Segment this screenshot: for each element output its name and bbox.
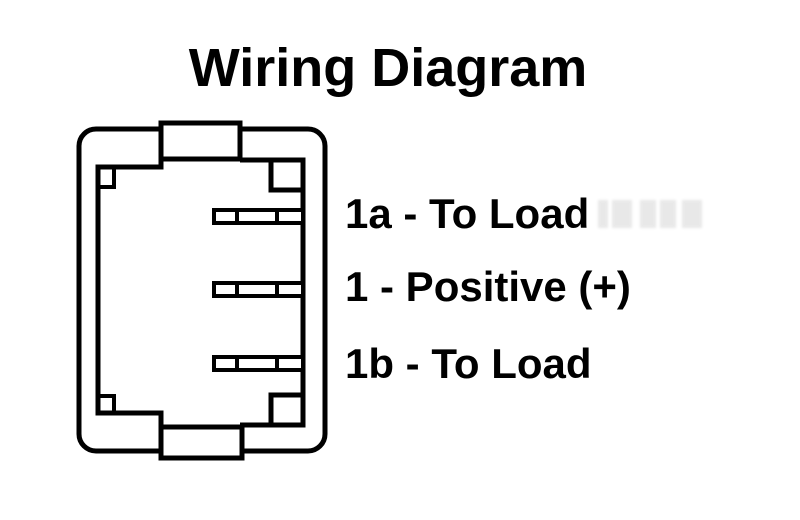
pin-label-1b: 1b - To Load bbox=[345, 340, 592, 387]
pin-label-1a: 1a - To Load bbox=[345, 190, 590, 237]
key-notch-bottom-right bbox=[268, 392, 306, 428]
terminal-pin-1b bbox=[212, 355, 305, 372]
cavity-left-wall bbox=[95, 157, 164, 428]
key-notch-bottom-left bbox=[96, 394, 116, 415]
terminal-pin-1a-blade bbox=[212, 208, 305, 225]
terminal-pin-1 bbox=[212, 281, 305, 298]
ghost-text-artifact bbox=[598, 200, 720, 228]
terminal-pin-1-blade bbox=[212, 281, 305, 298]
top-mounting-tab bbox=[158, 120, 243, 162]
key-notch-top-left bbox=[96, 165, 116, 189]
page-title: Wiring Diagram bbox=[188, 38, 588, 98]
bottom-mounting-tab bbox=[158, 424, 245, 461]
key-notch-top-right bbox=[268, 157, 306, 193]
terminal-pin-1b-blade bbox=[212, 355, 305, 372]
terminal-pin-1a bbox=[212, 208, 305, 225]
pin-label-1: 1 - Positive (+) bbox=[345, 263, 631, 310]
